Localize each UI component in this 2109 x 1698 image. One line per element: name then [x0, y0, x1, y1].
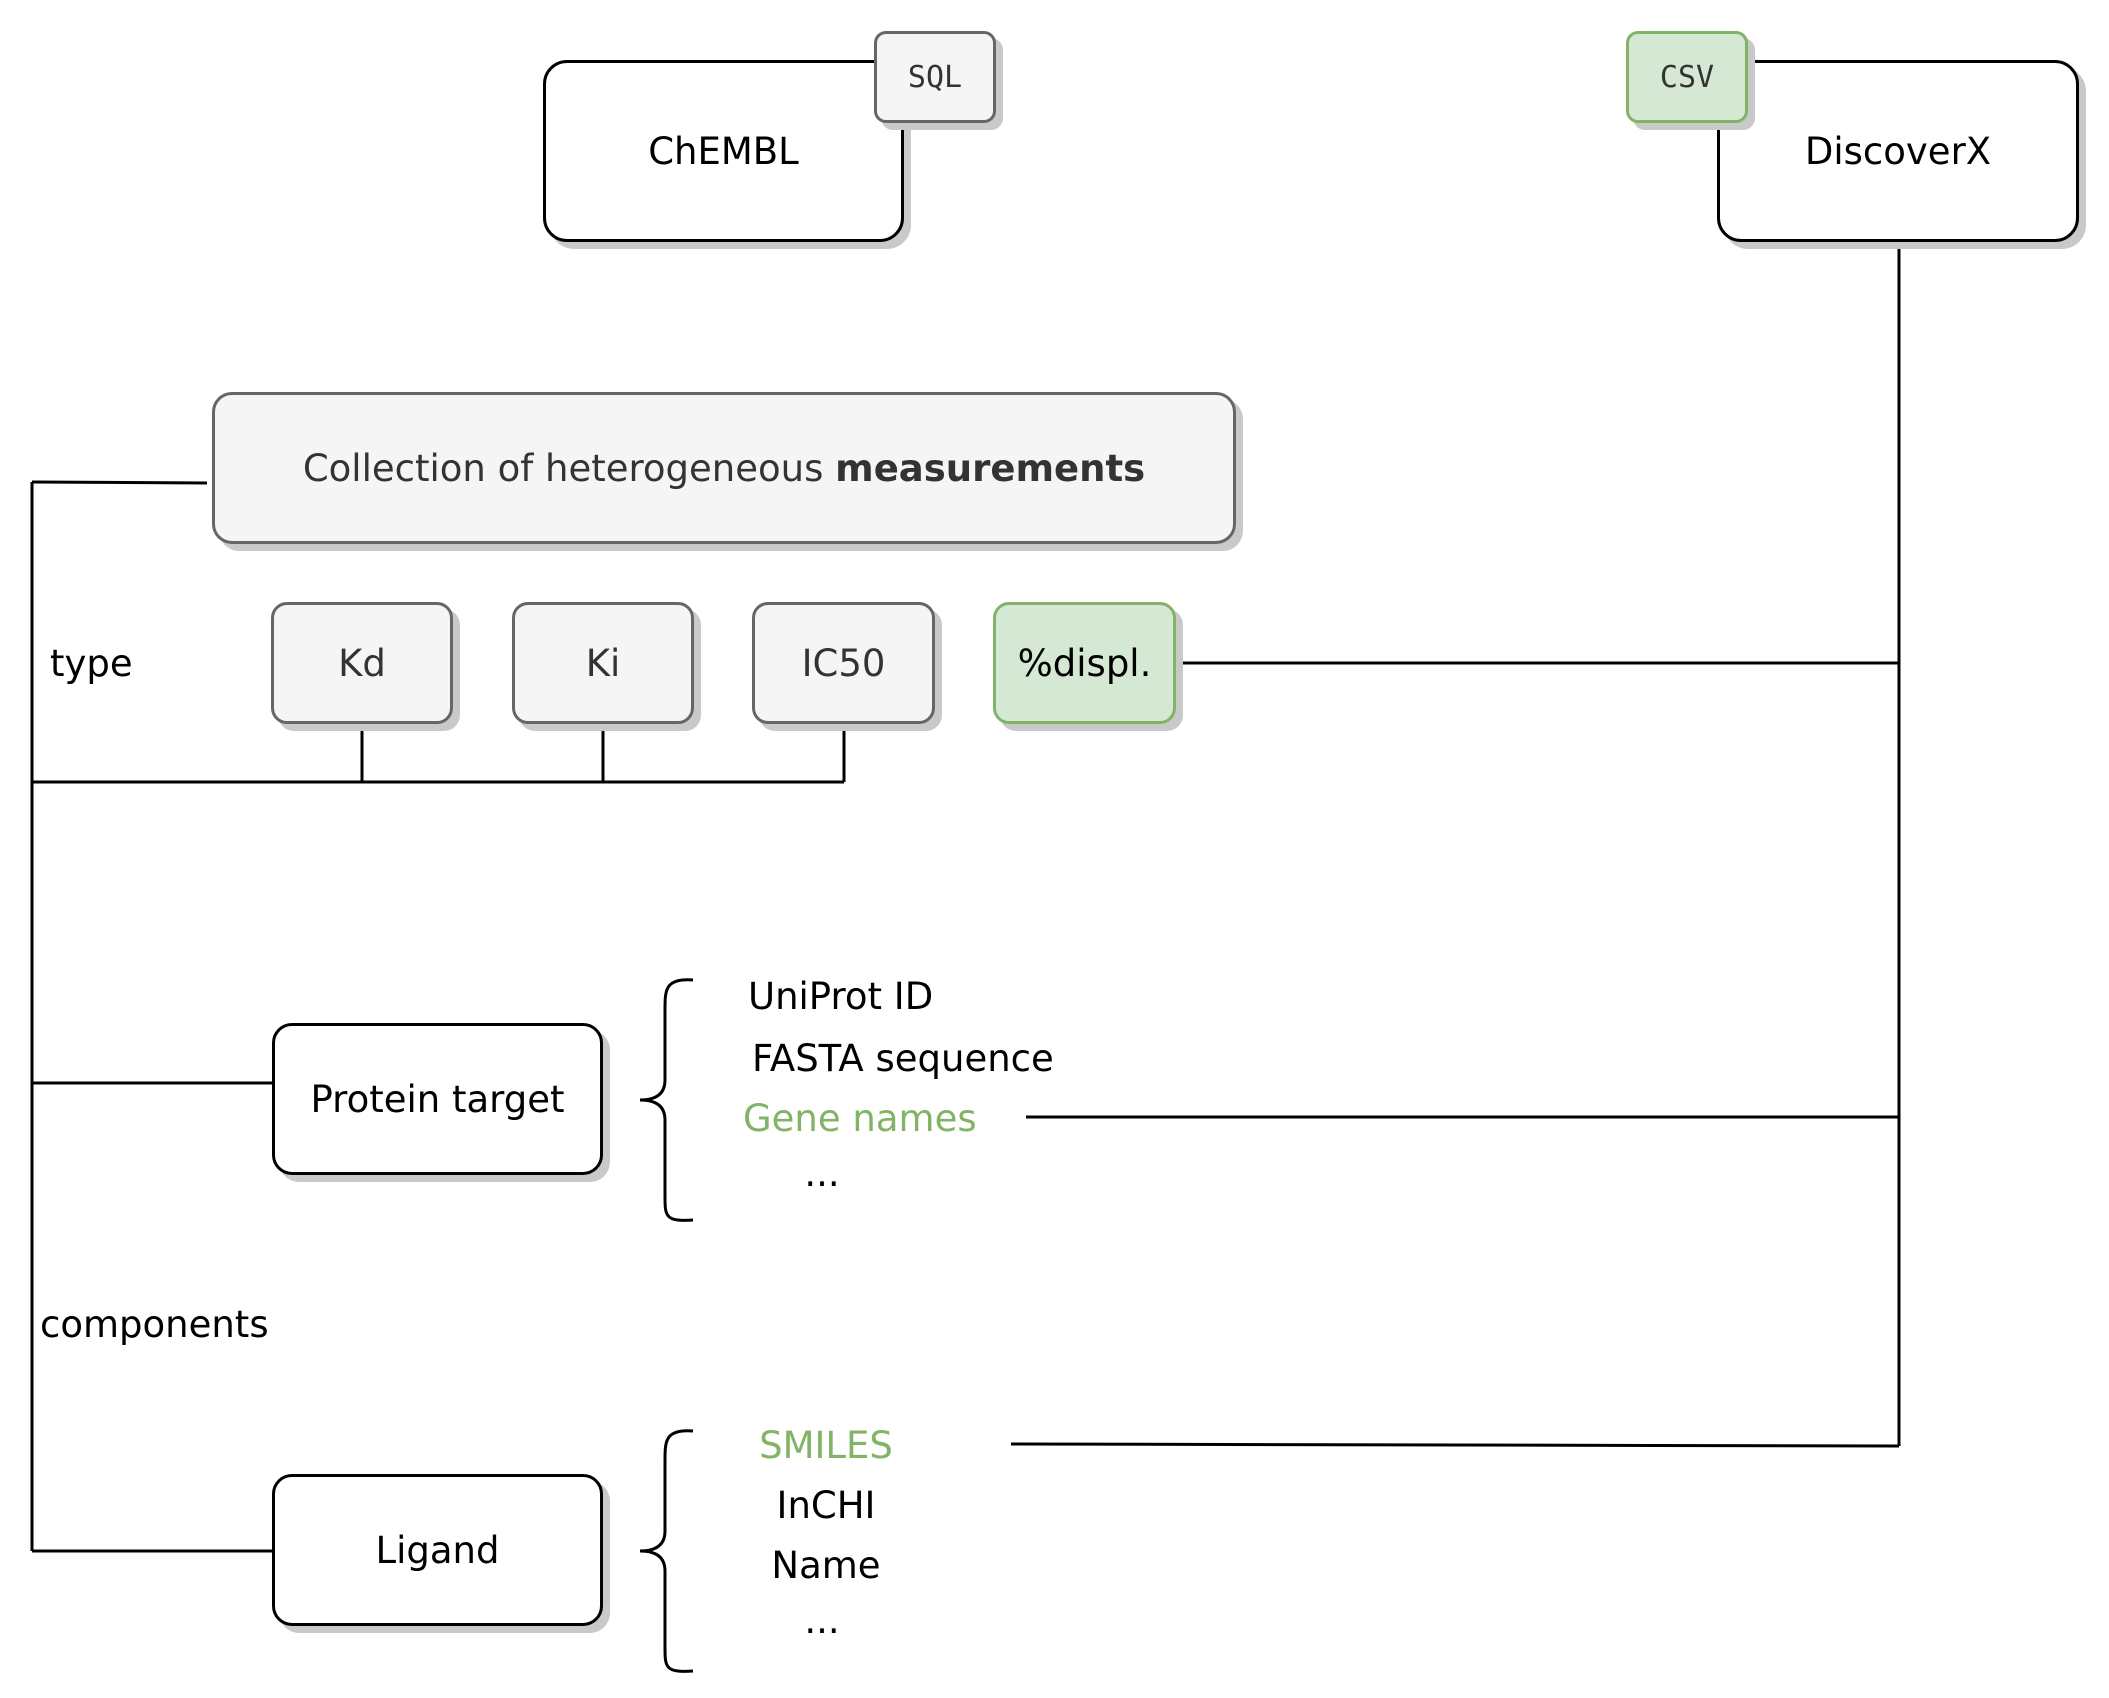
measurement-type-label: IC50 — [801, 641, 886, 685]
collection-title: Collection of heterogeneous measurements — [303, 447, 1145, 490]
measurement-type-ki: Ki — [512, 602, 694, 724]
sql-format-tag: SQL — [874, 31, 996, 123]
measurement-type-label: %displ. — [1017, 641, 1152, 685]
discoverx-source-box: DiscoverX — [1717, 60, 2079, 242]
measurement-type-label: Kd — [338, 641, 386, 685]
measurement-type-ic50: IC50 — [752, 602, 935, 724]
measurement-type-displ: %displ. — [993, 602, 1176, 724]
discoverx-label: DiscoverX — [1804, 129, 1992, 173]
protein-target-label: Protein target — [310, 1077, 565, 1121]
chembl-source-box: ChEMBL — [543, 60, 904, 242]
csv-format-tag: CSV — [1626, 31, 1748, 123]
measurement-type-label: Ki — [585, 641, 621, 685]
protein-field-fasta-sequence: FASTA sequence — [752, 1037, 1054, 1080]
chembl-label: ChEMBL — [648, 129, 799, 173]
collection-link-line — [31, 480, 208, 485]
protein-field-more: ... — [804, 1152, 840, 1195]
measurements-collection-box: Collection of heterogeneous measurements — [212, 392, 1236, 544]
smiles-link-line — [1010, 1442, 1900, 1448]
ligand-field-inchi: InCHI — [776, 1484, 876, 1527]
collection-text: Collection of heterogeneous — [302, 446, 836, 490]
csv-format-label: CSV — [1659, 59, 1715, 95]
type-label: type — [50, 642, 133, 685]
ligand-field-smiles: SMILES — [759, 1424, 893, 1467]
ligand-label: Ligand — [375, 1528, 500, 1572]
protein-field-gene-names: Gene names — [743, 1097, 977, 1140]
collection-bold-text: measurements — [835, 446, 1146, 490]
protein-fields-brace — [639, 978, 694, 1222]
ligand-fields-brace — [639, 1429, 694, 1673]
sql-format-label: SQL — [907, 59, 963, 95]
components-label: components — [40, 1303, 269, 1346]
measurement-type-kd: Kd — [271, 602, 453, 724]
ligand-box: Ligand — [272, 1474, 603, 1626]
ligand-field-more: ... — [804, 1599, 840, 1642]
ligand-field-name: Name — [771, 1544, 881, 1587]
protein-field-uniprot-id: UniProt ID — [748, 975, 934, 1018]
protein-target-box: Protein target — [272, 1023, 603, 1175]
